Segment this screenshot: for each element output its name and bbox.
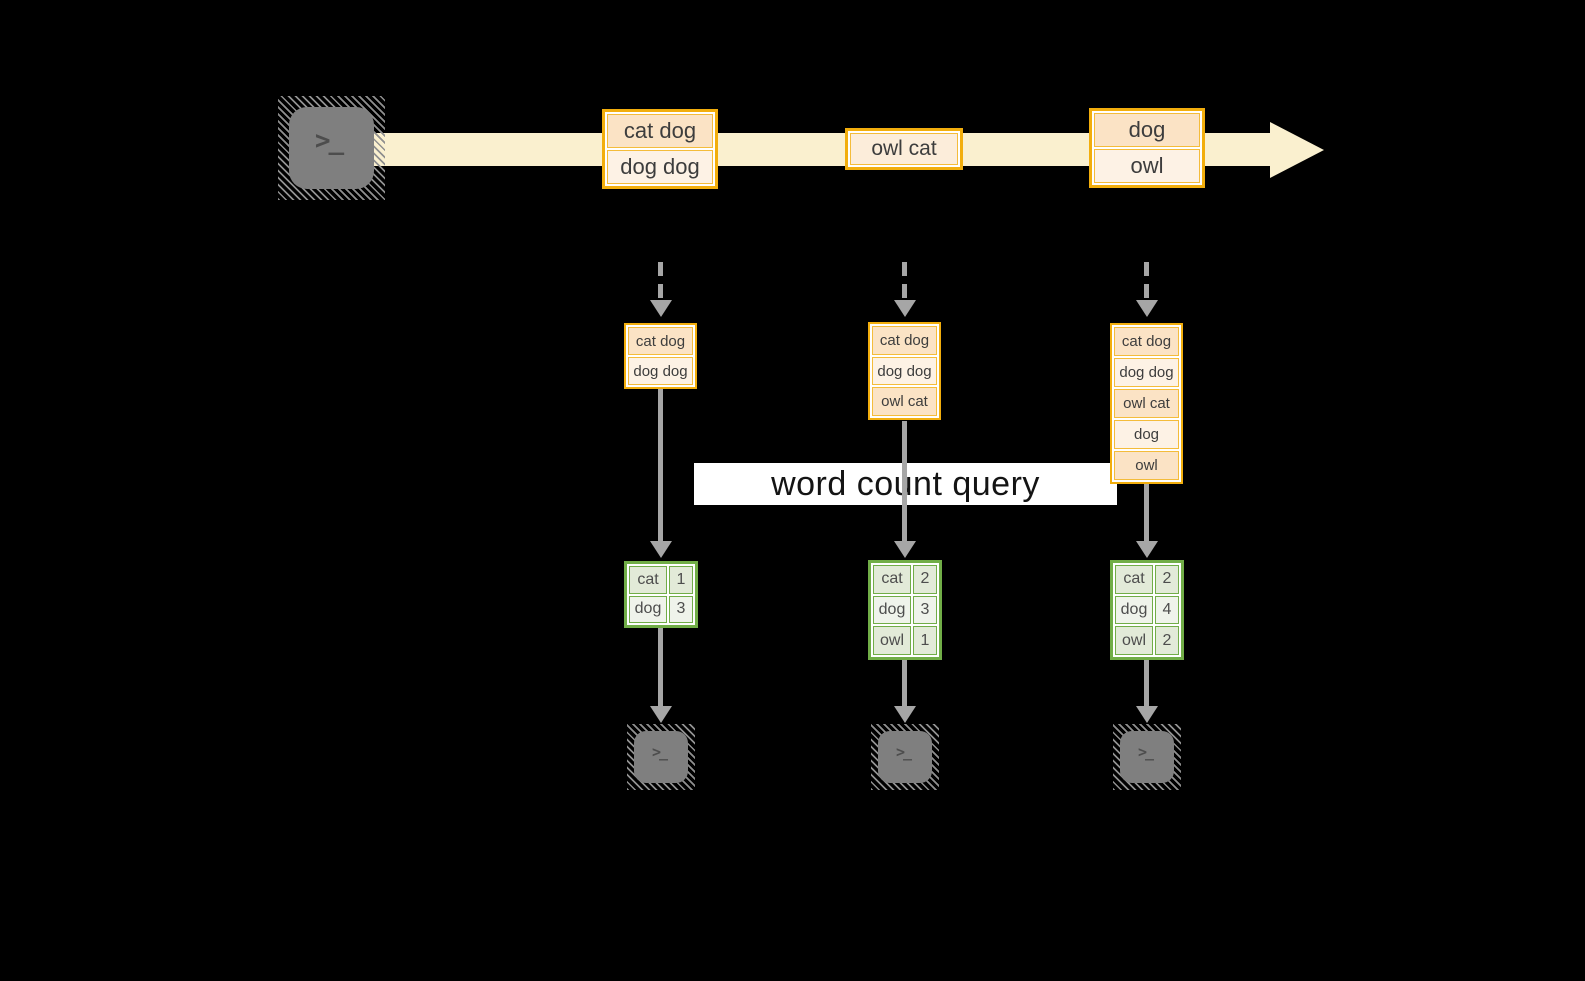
terminal-icon: >_	[289, 107, 374, 189]
stream-line: dog	[1094, 113, 1200, 147]
dashed-arrow-line	[658, 262, 663, 300]
arrow-line	[1144, 660, 1149, 706]
count-word-cell: dog	[629, 595, 667, 623]
stream-arrow-head-icon	[1270, 122, 1324, 178]
stream-batch-1: cat dog dog dog	[602, 109, 718, 189]
arrow-head-icon	[894, 541, 916, 558]
stream-line: owl	[1094, 149, 1200, 183]
count-word-cell: cat	[873, 565, 911, 594]
count-word-cell: dog	[1115, 595, 1153, 625]
count-table-1: cat 1 dog 3	[624, 561, 698, 628]
stream-batch-3: dog owl	[1089, 108, 1205, 188]
output-terminal-1: >_	[627, 724, 695, 790]
arrow-head-icon	[650, 541, 672, 558]
arrow-line	[1144, 484, 1149, 541]
dashed-arrow-line	[1144, 262, 1149, 300]
output-terminal-2: >_	[871, 724, 939, 790]
count-word-cell: cat	[1115, 565, 1153, 594]
count-value-cell: 3	[669, 595, 693, 623]
arrow-line	[902, 421, 907, 541]
dashed-arrow-line	[902, 262, 907, 300]
buffer-line: owl cat	[872, 387, 937, 417]
count-value-cell: 4	[1155, 595, 1179, 625]
count-value-cell: 1	[913, 626, 937, 655]
terminal-icon: >_	[878, 731, 932, 783]
terminal-prompt-glyph: >_	[314, 126, 344, 156]
arrow-head-icon	[650, 706, 672, 723]
stream-line: dog dog	[607, 150, 713, 184]
stream-line: cat dog	[607, 114, 713, 148]
stream-line: owl cat	[850, 133, 958, 165]
input-buffer-2: cat dog dog dog owl cat	[868, 322, 941, 420]
input-buffer-1: cat dog dog dog	[624, 323, 697, 389]
buffer-line: dog dog	[628, 357, 693, 385]
count-value-cell: 2	[1155, 565, 1179, 594]
count-table-2: cat 2 dog 3 owl 1	[868, 560, 942, 660]
terminal-prompt-glyph: >_	[1137, 743, 1154, 761]
buffer-line: cat dog	[1114, 327, 1179, 356]
buffer-line: owl	[1114, 451, 1179, 480]
source-terminal-icon: >_	[278, 96, 385, 200]
terminal-icon: >_	[634, 731, 688, 783]
output-terminal-3: >_	[1113, 724, 1181, 790]
arrow-line	[658, 389, 663, 541]
count-value-cell: 2	[1155, 626, 1179, 655]
count-value-cell: 3	[913, 595, 937, 625]
dashed-arrow-head-icon	[650, 300, 672, 317]
arrow-head-icon	[1136, 541, 1158, 558]
buffer-line: cat dog	[628, 327, 693, 355]
buffer-line: dog dog	[1114, 358, 1179, 387]
arrow-line	[658, 628, 663, 706]
count-word-cell: dog	[873, 595, 911, 625]
input-buffer-3: cat dog dog dog owl cat dog owl	[1110, 323, 1183, 484]
buffer-line: cat dog	[872, 326, 937, 355]
arrow-line	[902, 660, 907, 706]
count-word-cell: owl	[1115, 626, 1153, 655]
arrow-head-icon	[894, 706, 916, 723]
count-word-cell: owl	[873, 626, 911, 655]
count-table-3: cat 2 dog 4 owl 2	[1110, 560, 1184, 660]
arrow-head-icon	[1136, 706, 1158, 723]
stream-batch-2: owl cat	[845, 128, 963, 170]
terminal-prompt-glyph: >_	[651, 743, 668, 761]
buffer-line: dog dog	[872, 356, 937, 386]
buffer-line: owl cat	[1114, 389, 1179, 418]
buffer-line: dog	[1114, 420, 1179, 449]
count-value-cell: 2	[913, 565, 937, 594]
dashed-arrow-head-icon	[1136, 300, 1158, 317]
terminal-icon: >_	[1120, 731, 1174, 783]
count-value-cell: 1	[669, 566, 693, 594]
dashed-arrow-head-icon	[894, 300, 916, 317]
count-word-cell: cat	[629, 566, 667, 594]
terminal-prompt-glyph: >_	[895, 743, 912, 761]
